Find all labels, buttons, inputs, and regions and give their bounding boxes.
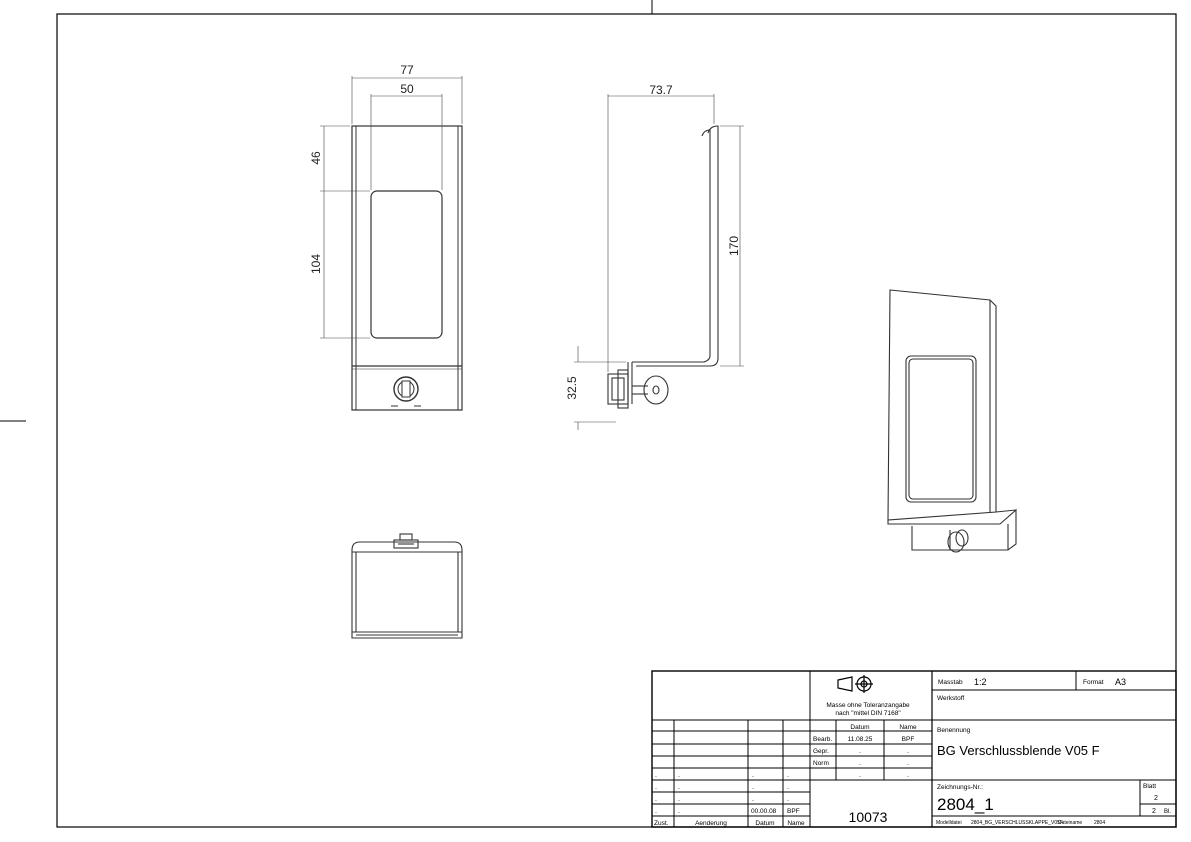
rev-d-aenderung: .: [678, 808, 680, 815]
gepr-date: .: [859, 748, 861, 755]
modelldatei-value: 2804_BG_VERSCHLUSSKLAPPE_V05F: [971, 820, 1063, 826]
label-bl: Bl.: [1164, 809, 1171, 815]
rev-d-datum: 00.00.08: [751, 808, 777, 815]
side-view-dimensions: [574, 94, 744, 430]
extra-name: .: [907, 772, 909, 779]
benennung-value: BG Verschlussblende V05 F: [937, 743, 1100, 758]
header-name: Name: [899, 724, 917, 731]
rev-b-datum: .: [752, 784, 754, 791]
key-icon: [632, 375, 669, 405]
extra-date: .: [859, 772, 861, 779]
label-dateiname: Dateiname: [1058, 820, 1082, 826]
norm-name: .: [907, 760, 909, 767]
rev-d-name: BPF: [787, 808, 800, 815]
blatt-total: 2: [1152, 808, 1156, 815]
label-zust: Zust.: [654, 820, 669, 827]
dimension-height-side: 170: [727, 236, 741, 256]
label-benennung: Benennung: [937, 727, 971, 734]
format-value: A3: [1115, 677, 1126, 687]
dimension-width-total: 77: [400, 63, 414, 77]
drawing-frame: [0, 0, 1177, 828]
rev-a-datum: .: [752, 772, 754, 779]
row-label-gepr: Gepr.: [813, 748, 829, 755]
rev-a-zust: .: [655, 772, 657, 779]
rev-b-aenderung: .: [678, 784, 680, 791]
norm-date: .: [859, 760, 861, 767]
rev-c-zust: .: [655, 796, 657, 803]
rev-c-datum: .: [752, 796, 754, 803]
rev-b-zust: .: [655, 784, 657, 791]
dimension-height-window: 104: [309, 254, 323, 274]
bearb-date: 11.08.25: [848, 736, 873, 743]
dateiname-value: 2804: [1094, 820, 1105, 826]
dimension-height-lock: 32.5: [565, 376, 579, 400]
label-zeichnungsnr: Zeichnungs-Nr.:: [937, 784, 983, 791]
label-massstab: Masstab: [938, 679, 963, 686]
projection-symbol-icon: [837, 675, 873, 693]
dimension-depth: 73.7: [649, 83, 673, 97]
label-blatt: Blatt: [1143, 783, 1156, 790]
label-datum: Datum: [755, 820, 774, 827]
zeichnungsnr-value: 2804_1: [937, 795, 994, 814]
label-aenderung: Aenderung: [695, 820, 727, 827]
front-view: [351, 125, 463, 411]
rev-b-name: .: [787, 784, 789, 791]
label-name: Name: [787, 820, 805, 827]
blatt-value: 2: [1154, 795, 1158, 802]
tolerance-note-line2: nach "mittel DIN 7168": [835, 710, 901, 717]
row-label-norm: Norm: [813, 760, 829, 767]
key-iso-icon: [947, 529, 969, 553]
rev-c-name: .: [787, 796, 789, 803]
drawing-code: 10073: [849, 809, 888, 825]
bearb-name: BPF: [902, 736, 915, 743]
tolerance-note-line1: Masse ohne Toleranzangabe: [826, 702, 910, 709]
rev-c-aenderung: .: [678, 796, 680, 803]
massstab-value: 1:2: [974, 677, 987, 687]
dimension-width-inner: 50: [400, 82, 414, 96]
label-werkstoff: Werkstoff: [937, 695, 964, 702]
lock-side: [607, 369, 629, 409]
dimension-height-top: 46: [309, 151, 323, 165]
rev-a-aenderung: .: [678, 772, 680, 779]
label-modelldatei: Modelldatei: [936, 820, 962, 826]
front-view-dimensions: [320, 76, 463, 339]
label-format: Format: [1083, 679, 1104, 686]
isometric-view: [887, 289, 1017, 553]
header-datum: Datum: [850, 724, 869, 731]
top-view: [351, 533, 463, 639]
rev-a-name: .: [787, 772, 789, 779]
gepr-name: .: [907, 748, 909, 755]
rev-d-zust: .: [655, 808, 657, 815]
side-view: [607, 125, 719, 409]
lock-cylinder-front: [391, 376, 421, 407]
row-label-bearb: Bearb.: [813, 736, 832, 743]
title-block: Masse ohne Toleranzangabe nach "mittel D…: [651, 670, 1177, 828]
